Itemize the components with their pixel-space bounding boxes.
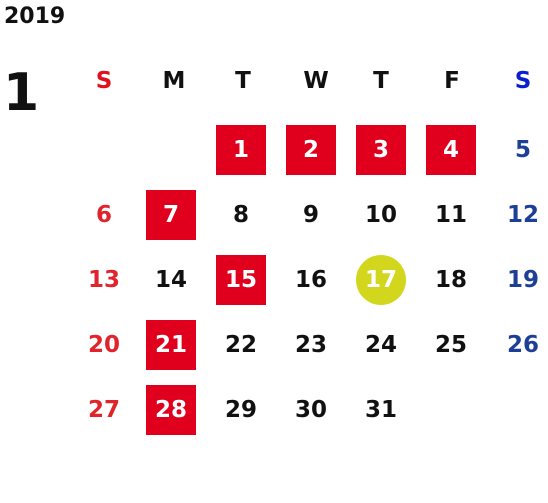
weekday-header-tue: T [235, 68, 251, 94]
day-cell: 4 [426, 125, 476, 175]
day-cell: 19 [506, 267, 539, 293]
day-cell: 27 [87, 397, 120, 423]
day-cell: 24 [364, 332, 397, 358]
day-cell: 1 [216, 125, 266, 175]
day-cell: 20 [87, 332, 120, 358]
day-cell: 18 [434, 267, 467, 293]
day-cell: 8 [232, 202, 249, 228]
day-cell: 10 [364, 202, 397, 228]
day-cell: 5 [514, 137, 531, 163]
weekday-header-mon: M [162, 68, 186, 94]
day-cell: 17 [356, 255, 406, 305]
day-cell: 23 [294, 332, 327, 358]
day-cell: 6 [95, 202, 112, 228]
day-cell: 12 [506, 202, 539, 228]
day-cell: 3 [356, 125, 406, 175]
day-cell: 13 [87, 267, 120, 293]
day-cell: 31 [364, 397, 397, 423]
weekday-header-thu: T [373, 68, 389, 94]
weekday-header-sat: S [514, 68, 532, 94]
day-cell: 28 [146, 385, 196, 435]
day-cell: 14 [154, 267, 187, 293]
day-cell: 21 [146, 320, 196, 370]
day-cell: 15 [216, 255, 266, 305]
day-cell: 9 [302, 202, 319, 228]
day-cell: 25 [434, 332, 467, 358]
day-cell: 16 [294, 267, 327, 293]
day-cell: 7 [146, 190, 196, 240]
day-cell: 29 [224, 397, 257, 423]
day-cell: 22 [224, 332, 257, 358]
month-label: 1 [3, 63, 40, 123]
day-cell: 2 [286, 125, 336, 175]
weekday-header-fri: F [444, 68, 460, 94]
weekday-header-sun: S [95, 68, 113, 94]
weekday-header-wed: W [303, 68, 329, 94]
day-cell: 30 [294, 397, 327, 423]
year-label: 2019 [4, 4, 66, 29]
day-cell: 26 [506, 332, 539, 358]
day-cell: 11 [434, 202, 467, 228]
